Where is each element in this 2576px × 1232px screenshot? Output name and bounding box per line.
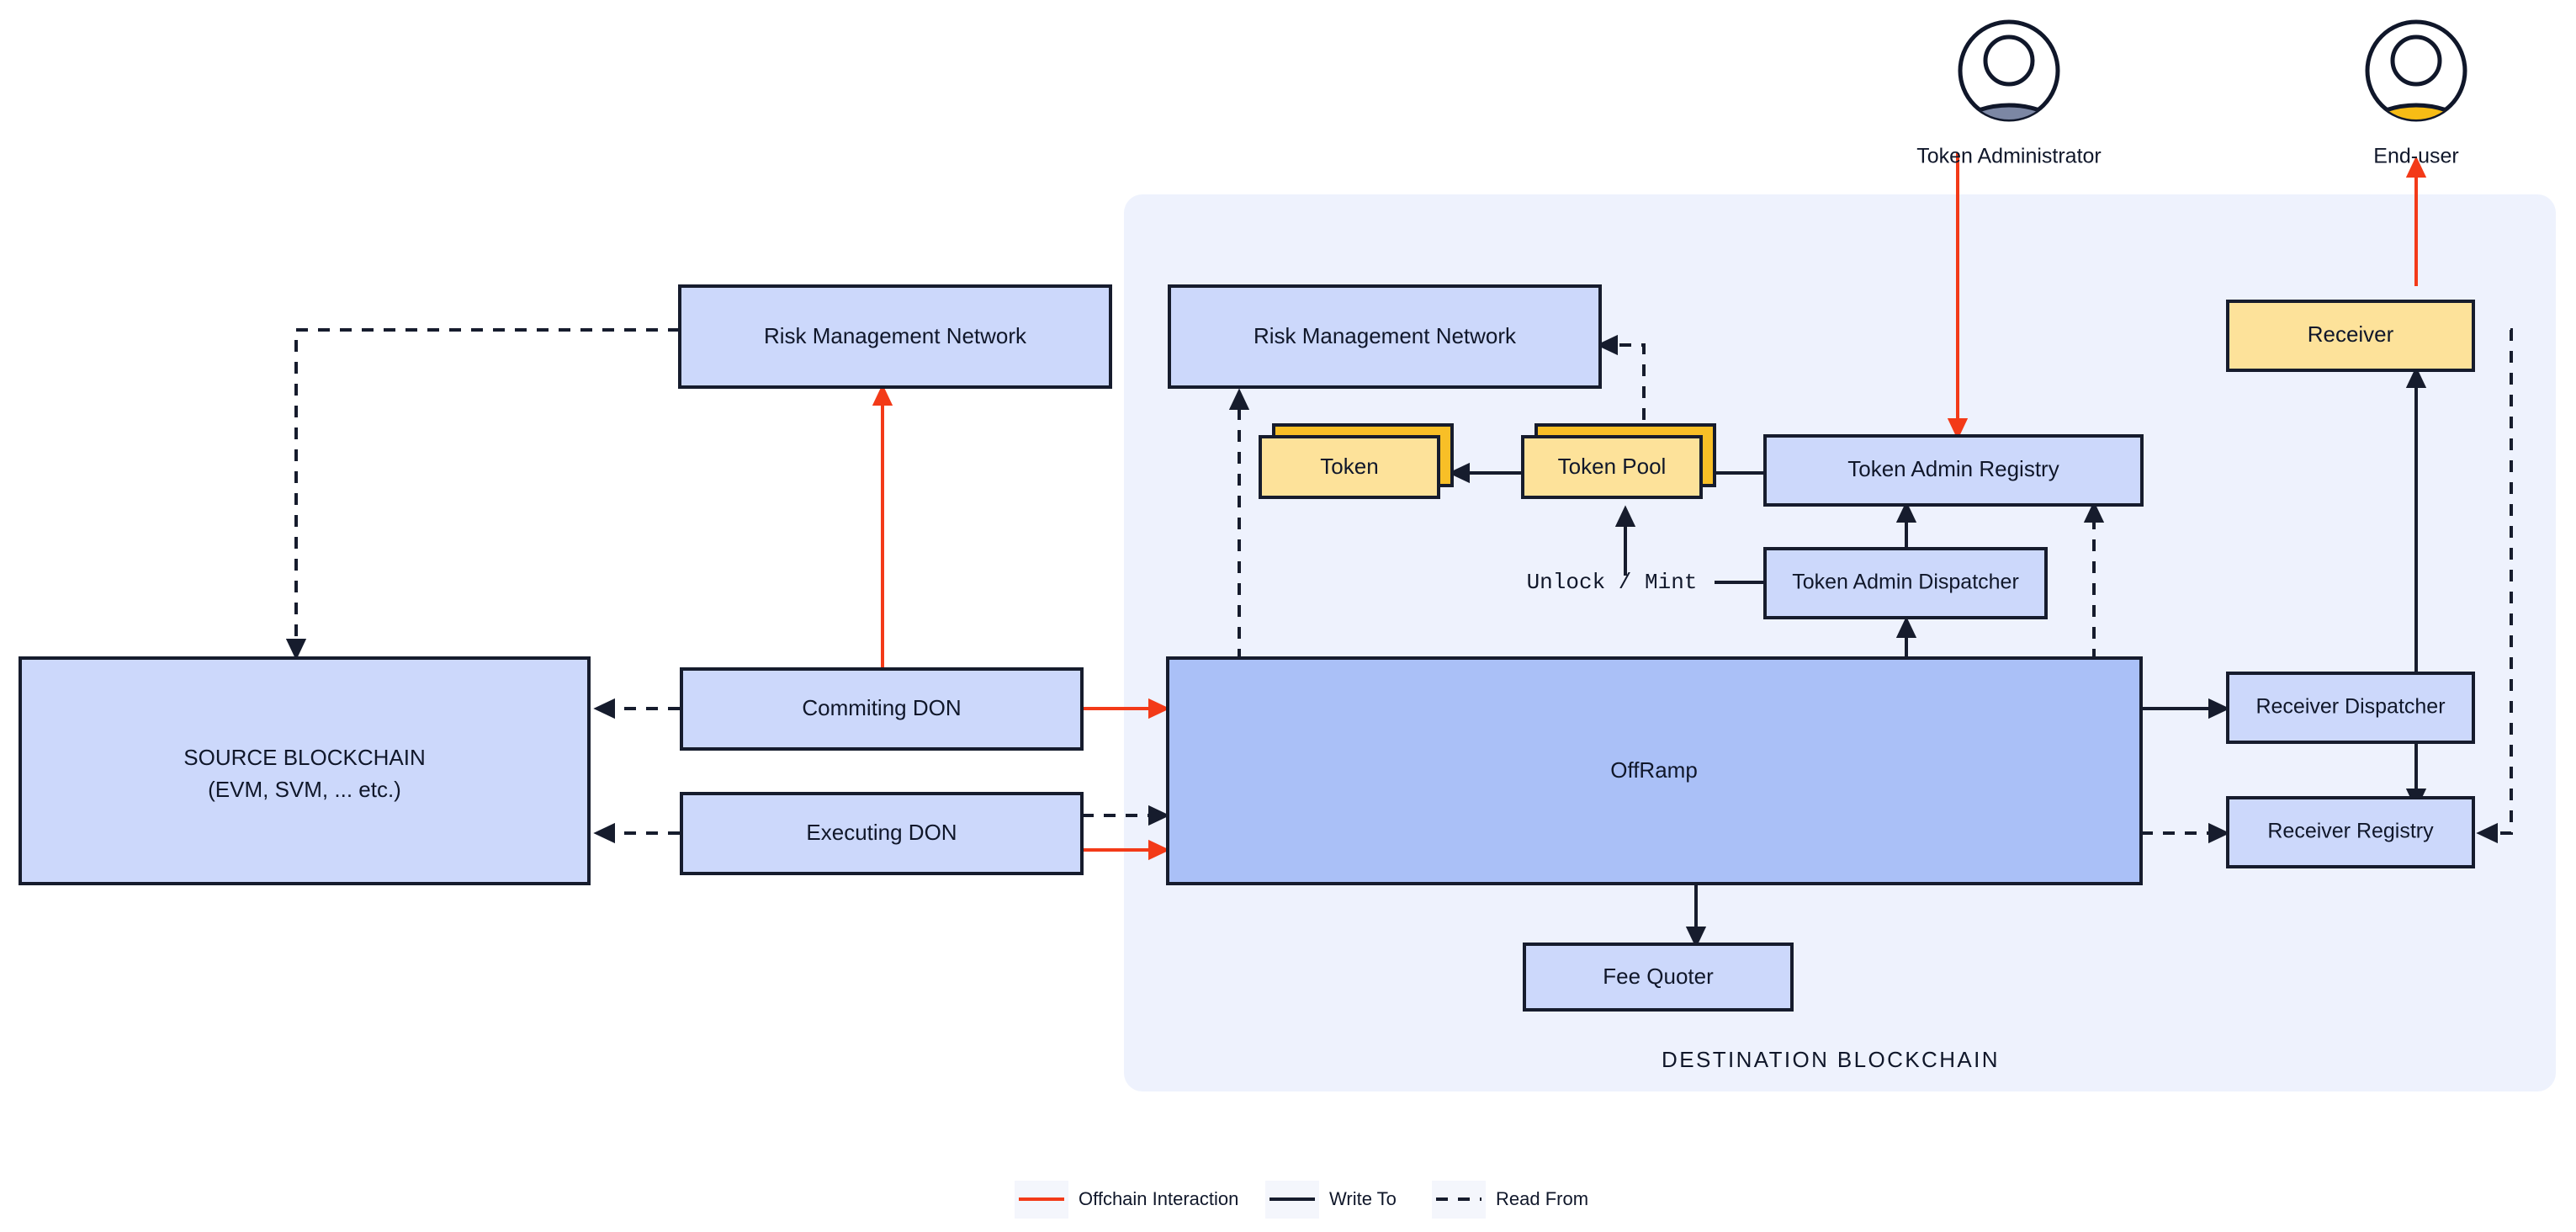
node-label: Fee Quoter: [1603, 964, 1714, 989]
actor-label: End-user: [2373, 145, 2458, 168]
legend-item-offchain-interaction: Offchain Interaction: [1015, 1181, 1238, 1219]
node-label: Token Admin Registry: [1847, 456, 2059, 481]
node-fee-quoter[interactable]: Fee Quoter: [1523, 943, 1794, 1012]
node-source-blockchain[interactable]: SOURCE BLOCKCHAIN (EVM, SVM, ... etc.): [19, 656, 591, 885]
node-receiver-registry[interactable]: Receiver Registry: [2226, 796, 2475, 868]
node-label: Risk Management Network: [1254, 323, 1517, 348]
actor-end-user[interactable]: End-user: [2336, 19, 2496, 240]
node-label-line2: (EVM, SVM, ... etc.): [208, 777, 401, 802]
legend-label: Read From: [1496, 1188, 1588, 1209]
node-executing-don[interactable]: Executing DON: [680, 792, 1084, 875]
unlock-mint-label: Unlock / Mint: [1527, 570, 1698, 595]
legend: Offchain Interaction Write To Read From: [1015, 1181, 1588, 1219]
node-risk-management-network-dest[interactable]: Risk Management Network: [1168, 284, 1602, 389]
edge-token-pool-to-rmn-dest: [1596, 334, 1646, 442]
node-token-admin-dispatcher[interactable]: Token Admin Dispatcher: [1763, 547, 2048, 619]
node-risk-management-network-source[interactable]: Risk Management Network: [678, 284, 1112, 389]
legend-label: Write To: [1329, 1188, 1397, 1209]
avatar-end-user: [2365, 19, 2467, 122]
edge-receiver-to-receiver-registry: [2476, 328, 2513, 844]
avatar-token-administrator: [1958, 19, 2060, 122]
node-commiting-don[interactable]: Commiting DON: [680, 667, 1084, 751]
legend-item-write-to: Write To: [1265, 1181, 1397, 1219]
destination-blockchain-label: DESTINATION BLOCKCHAIN: [1662, 1047, 2000, 1072]
node-token-pool[interactable]: Token Pool: [1521, 423, 1716, 499]
node-label: Receiver Registry: [2267, 820, 2434, 843]
node-token[interactable]: Token: [1259, 423, 1454, 499]
node-label: Token Admin Dispatcher: [1792, 571, 2019, 594]
node-label: Token Pool: [1558, 454, 1667, 479]
legend-label: Offchain Interaction: [1079, 1188, 1238, 1209]
node-label: OffRamp: [1610, 757, 1698, 783]
node-label: Commiting DON: [802, 695, 961, 720]
node-label: Receiver: [2308, 321, 2394, 347]
node-receiver-dispatcher[interactable]: Receiver Dispatcher: [2226, 672, 2475, 744]
actor-token-administrator[interactable]: Token Administrator: [1916, 19, 2102, 240]
node-label: Risk Management Network: [764, 323, 1027, 348]
node-token-admin-registry[interactable]: Token Admin Registry: [1763, 434, 2144, 507]
node-label: Receiver Dispatcher: [2255, 695, 2445, 719]
actor-label: Token Administrator: [1916, 145, 2102, 168]
node-label: Token: [1320, 454, 1378, 479]
node-label: Executing DON: [806, 820, 957, 845]
node-receiver[interactable]: Receiver: [2226, 300, 2475, 372]
node-label-line1: SOURCE BLOCKCHAIN: [183, 745, 426, 770]
legend-item-read-from: Read From: [1432, 1181, 1588, 1219]
edge-rmn-source-to-source-blockchain: [285, 328, 680, 661]
node-offramp[interactable]: OffRamp: [1166, 656, 2143, 885]
